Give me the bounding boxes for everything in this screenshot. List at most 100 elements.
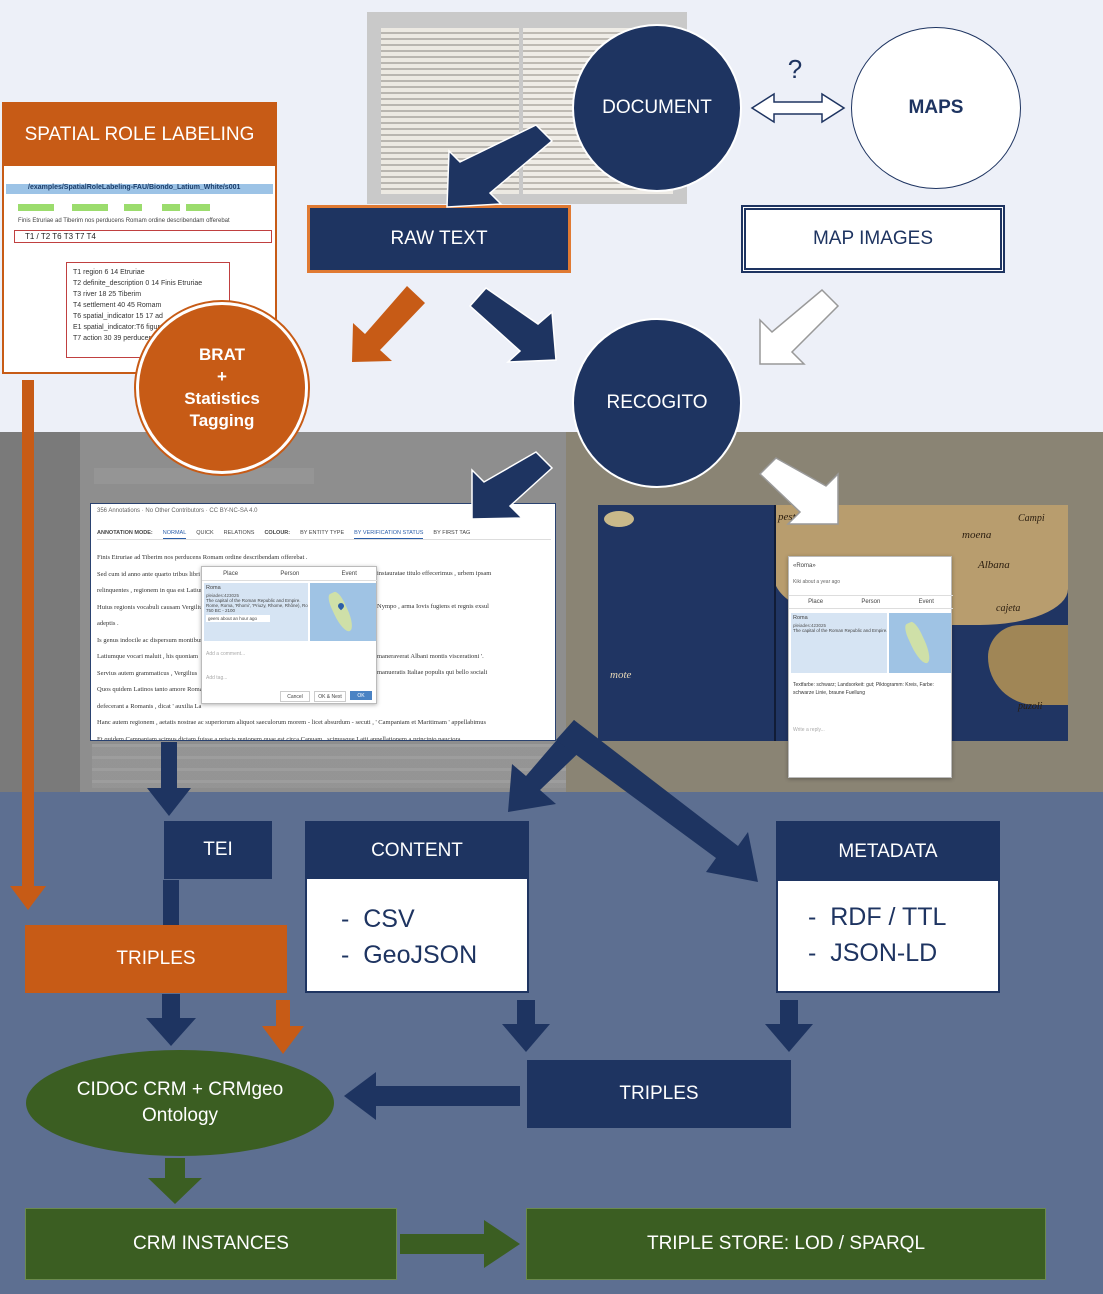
question-mark: ? (787, 53, 803, 84)
faded-app-title (94, 468, 314, 484)
map-label: puzoli (1018, 701, 1043, 712)
mode-bar-item[interactable]: QUICK (196, 530, 214, 536)
metadata-item: - JSON-LD (808, 939, 938, 967)
srl-path-text: /examples/SpatialRoleLabeling-FAU/Biondo… (28, 184, 241, 191)
recogito-header: 356 Annotations · No Other Contributors … (97, 508, 258, 514)
srl-tag (124, 204, 142, 211)
text-line: Servius autem grammaticus , Vergilius (97, 669, 198, 677)
srl-annotation: E1 spatial_indicator:T6 figure:T1 ground… (73, 324, 208, 331)
metadata-item: - RDF / TTL (808, 903, 947, 931)
map-tab-event[interactable]: Event (918, 599, 934, 605)
italy-shape (902, 620, 934, 666)
ok-next-button[interactable]: OK & Next (314, 691, 346, 702)
metadata-header: METADATA (778, 823, 998, 881)
text-line: Latiumque vocari maluit , his quoniam (97, 653, 199, 660)
cidoc-label-2: Ontology (141, 1105, 219, 1126)
tei-node: TEI (164, 821, 272, 879)
recogito-right-text: instauratae titulo effecerimus , urbem i… (377, 566, 553, 682)
content-item: - GeoJSON (341, 941, 478, 969)
text-line: relinquentes , regionem in qua est Latiu… (97, 587, 206, 594)
map-popup-note: Textfarbe: schwarz; Landsorkeit: gut; Pi… (793, 682, 934, 696)
srl-title: SPATIAL ROLE LABELING (4, 104, 275, 166)
mode-bar-item: COLOUR: (264, 530, 291, 536)
content-header: CONTENT (307, 823, 527, 879)
mode-bar-item[interactable]: BY FIRST TAG (433, 530, 471, 536)
recogito-text-screenshot: 356 Annotations · No Other Contributors … (90, 503, 556, 741)
srl-annotation: T3 river 18 25 Tiberim (73, 291, 142, 298)
srl-tag (72, 204, 108, 211)
recogito-text-body: Finis Etruriae ad Tiberim nos perducens … (97, 550, 553, 741)
map-popup-reply-input[interactable]: Write a reply... (793, 727, 825, 733)
maps-node: MAPS (851, 27, 1021, 189)
srl-ids: T1 / T2 T6 T3 T7 T4 (25, 232, 96, 241)
popup-place-card: Roma pleiades:423025 The capital of the … (204, 583, 308, 641)
document-page-left (381, 28, 519, 194)
popup-mini-map (310, 583, 376, 641)
srl-ids-box: T1 / T2 T6 T3 T7 T4 (14, 230, 272, 243)
popup-tab-event[interactable]: Event (341, 570, 357, 577)
map-images-node: MAP IMAGES (741, 205, 1005, 273)
mode-bar-item[interactable]: NORMAL (162, 530, 187, 539)
popup-user: geers about an hour ago (206, 615, 270, 622)
map-popup-place-name: Roma (793, 615, 808, 621)
annotation-popup: Place Person Event Roma pleiades:423025 … (201, 566, 378, 704)
popup-tab-place[interactable]: Place (223, 570, 239, 577)
map-annotation-popup: «Roma» Kiki about a year ago Place Perso… (788, 556, 953, 778)
text-line: Is genus indocile ac dispersum montibus (97, 636, 203, 644)
popup-place-id: pleiades:423025 (206, 593, 240, 598)
srl-panel: SPATIAL ROLE LABELING /examples/SpatialR… (2, 102, 277, 374)
faded-text-lower (92, 744, 566, 788)
text-line: adeptis . (97, 620, 119, 627)
srl-annotation: T2 definite_description 0 14 Finis Etrur… (73, 280, 203, 287)
triples-orange-label: TRIPLES (116, 948, 196, 969)
crm-instances-node: CRM INSTANCES (25, 1208, 397, 1280)
faded-app-sidebar (0, 432, 80, 792)
popup-place-dates: 750 BC - 2100 (206, 608, 236, 613)
srl-green-tags (14, 204, 264, 212)
triple-store-label: TRIPLE STORE: LOD / SPARQL (646, 1233, 926, 1254)
raw-text-node: RAW TEXT (307, 205, 571, 273)
text-line: manueratis Italiae populis qui bello soc… (377, 669, 488, 676)
map-island (604, 511, 634, 527)
mode-bar-item[interactable]: BY VERIFICATION STATUS (354, 530, 424, 539)
popup-place-name: Roma (206, 585, 221, 591)
content-item: - CSV (341, 905, 415, 933)
cidoc-node: CIDOC CRM + CRMgeo Ontology (26, 1050, 334, 1156)
maps-label: MAPS (908, 97, 964, 118)
map-label: mote (610, 669, 632, 681)
brat-label-3: Statistics (184, 389, 260, 408)
content-node: CONTENT - CSV - GeoJSON (305, 821, 529, 993)
mode-bar-item[interactable]: BY ENTITY TYPE (300, 530, 345, 536)
ok-button[interactable]: OK (350, 691, 372, 700)
text-line: defecerant a Romanis , dicat ' auxilia L… (97, 702, 202, 710)
cancel-button[interactable]: Cancel (280, 691, 310, 702)
map-tab-person[interactable]: Person (861, 599, 881, 605)
map-divider (774, 505, 776, 741)
popup-tag-input[interactable]: Add tag... (206, 675, 228, 681)
map-popup-place-card: Roma pleiades:423025 The capital of the … (791, 613, 887, 673)
popup-comment-input[interactable]: Add a comment... (206, 651, 246, 657)
triples-navy-node: TRIPLES (527, 1060, 791, 1128)
srl-annotation: T7 action 30 39 perducens (73, 335, 156, 342)
map-label: Albana (978, 559, 1010, 571)
map-popup-place-id: pleiades:423025 (793, 623, 827, 628)
popup-tab-person[interactable]: Person (280, 570, 300, 577)
cidoc-label-1: CIDOC CRM + CRMgeo (76, 1079, 284, 1100)
srl-title-text: SPATIAL ROLE LABELING (24, 124, 255, 145)
mode-bar-item[interactable]: RELATIONS (223, 530, 255, 536)
recogito-label: RECOGITO (606, 392, 708, 413)
text-line: Et quidem Campaniam scimus dictam fuisse… (97, 735, 461, 741)
triples-navy-label: TRIPLES (619, 1083, 699, 1104)
text-line: maneraverat Albani montis viscerationi '… (377, 652, 484, 660)
srl-annotation: T1 region 6 14 Etruriae (73, 269, 145, 276)
text-line: Hanc autem regionem , aetatis nostrae ac… (97, 719, 486, 726)
content-label: CONTENT (371, 840, 463, 861)
map-tab-place[interactable]: Place (808, 599, 824, 605)
map-label: Campi (1018, 513, 1045, 524)
recogito-mode-bar: ANNOTATION MODE: NORMAL QUICK RELATIONS … (97, 530, 551, 540)
metadata-node: METADATA - RDF / TTL - JSON-LD (776, 821, 1000, 993)
text-line: Finis Etruriae ad Tiberim nos perducens … (97, 554, 308, 561)
brat-label-4: Tagging (189, 411, 255, 430)
srl-path-bar: /examples/SpatialRoleLabeling-FAU/Biondo… (6, 184, 273, 194)
srl-annotation: T6 spatial_indicator 15 17 ad (73, 313, 163, 320)
